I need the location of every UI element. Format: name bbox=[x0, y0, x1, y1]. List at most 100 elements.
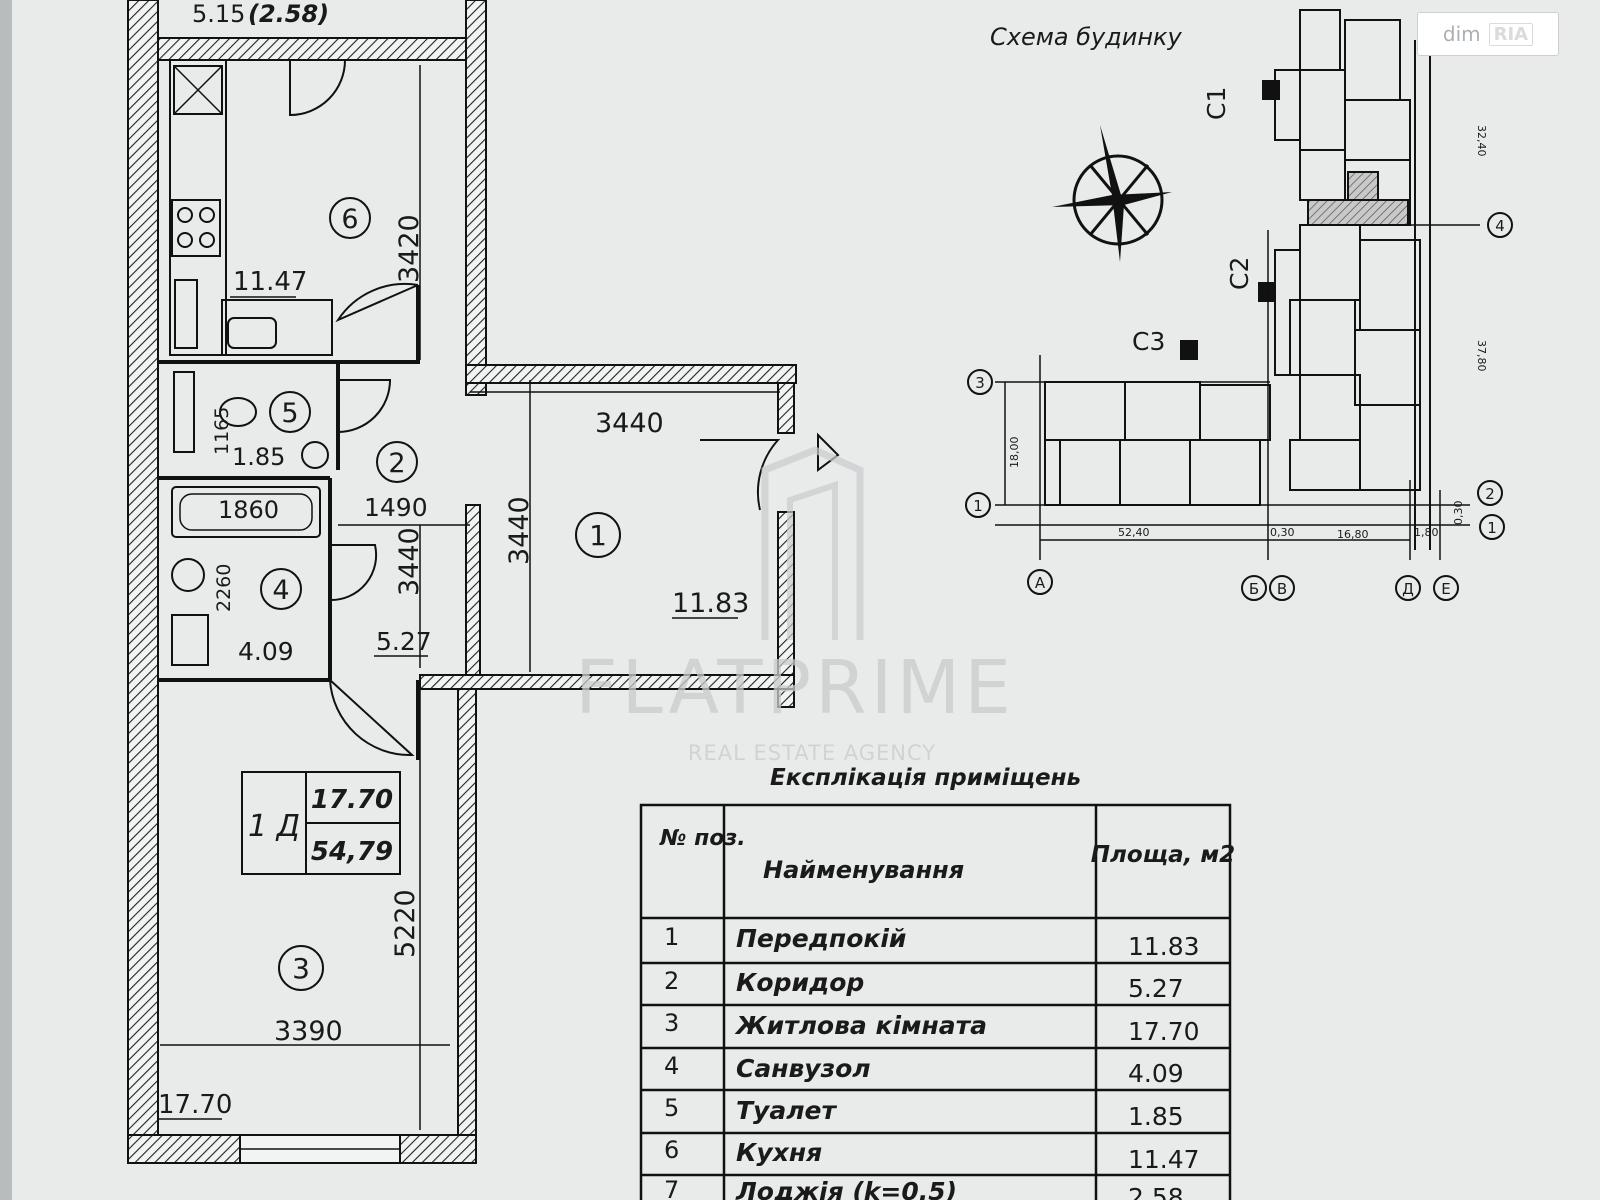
explication-table: Експлікація приміщень № поз. Найменуванн… bbox=[639, 765, 1235, 1200]
badge-site: dim bbox=[1442, 22, 1481, 46]
kitchen-counter bbox=[169, 59, 227, 356]
badge-mark: RIA bbox=[1488, 22, 1534, 46]
table-row: 5 Туалет 1.85 bbox=[664, 1094, 1184, 1131]
top-room-area-loggia: (2.58) bbox=[248, 0, 329, 28]
bath-basin-icon bbox=[171, 558, 205, 592]
axis-marker-4: 4 bbox=[1487, 212, 1513, 238]
table-row: 2 Коридор 5.27 bbox=[664, 967, 1184, 1003]
watermark-brand: FLATPRIME bbox=[575, 645, 1015, 731]
svg-text:2: 2 bbox=[664, 967, 679, 995]
table-row: 4 Санвузол 4.09 bbox=[664, 1052, 1184, 1088]
site-dim-w1: 52,40 bbox=[1118, 526, 1150, 539]
site-scheme-title: Схема будинку bbox=[990, 23, 1183, 51]
wall-room1-top bbox=[465, 364, 797, 384]
svg-text:3: 3 bbox=[292, 952, 310, 985]
door-kitchen-top bbox=[289, 59, 346, 117]
header-name: Найменування bbox=[763, 856, 964, 884]
svg-text:2: 2 bbox=[388, 448, 405, 479]
svg-text:Е: Е bbox=[1441, 580, 1450, 598]
axis-marker-v: В bbox=[1269, 575, 1295, 601]
svg-text:Кухня: Кухня bbox=[736, 1138, 822, 1167]
stove-icon bbox=[171, 199, 221, 257]
dim-1860: 1860 bbox=[218, 496, 279, 524]
svg-text:1: 1 bbox=[589, 519, 607, 552]
site-dim-w5: 0,30 bbox=[1452, 501, 1465, 526]
room-marker-2: 2 bbox=[376, 441, 418, 483]
svg-text:Санвузол: Санвузол bbox=[736, 1054, 871, 1083]
svg-text:А: А bbox=[1035, 574, 1046, 592]
svg-text:11.83: 11.83 bbox=[1128, 932, 1200, 961]
floor-plan: 6 5 2 1 4 3 11.47 1.85 11.83 4.09 5.27 bbox=[127, 0, 840, 1164]
dim-5220: 5220 bbox=[390, 889, 421, 958]
kitchen-sink-icon bbox=[174, 279, 198, 349]
room-area-1: 11.83 bbox=[672, 588, 749, 619]
section-label-c2: C2 bbox=[1225, 257, 1254, 290]
svg-text:1: 1 bbox=[1487, 519, 1497, 537]
svg-text:4: 4 bbox=[1495, 217, 1505, 235]
svg-text:Лоджія (k=0.5): Лоджія (k=0.5) bbox=[735, 1177, 957, 1200]
axis-marker-d: Д bbox=[1395, 575, 1421, 601]
wall-room1-right-upper bbox=[777, 382, 795, 434]
apartment-code: 1 Д bbox=[248, 809, 300, 844]
svg-text:17.70: 17.70 bbox=[1128, 1017, 1200, 1046]
svg-text:11.47: 11.47 bbox=[1128, 1145, 1200, 1174]
site-dim-w3: 16,80 bbox=[1337, 528, 1369, 541]
outer-wall-left bbox=[127, 0, 159, 1164]
top-room-area: 5.15 bbox=[192, 0, 245, 28]
toilet-icon bbox=[219, 397, 257, 427]
section-label-c1: C1 bbox=[1202, 87, 1231, 120]
header-area: Площа, м2 bbox=[1091, 842, 1235, 868]
door-wc bbox=[337, 379, 392, 433]
dimria-badge[interactable]: dim RIA bbox=[1417, 12, 1559, 56]
svg-text:6: 6 bbox=[664, 1136, 679, 1164]
compass-rose-icon bbox=[1052, 125, 1172, 262]
svg-text:В: В bbox=[1277, 580, 1287, 598]
apartment-living-area: 17.70 bbox=[311, 785, 393, 815]
room-marker-6: 6 bbox=[329, 197, 371, 239]
door-entrance bbox=[700, 439, 781, 511]
svg-text:4: 4 bbox=[272, 575, 289, 606]
table-row: 7 Лоджія (k=0.5) 2.58 bbox=[664, 1176, 1184, 1200]
apartment-total-area: 54,79 bbox=[311, 837, 393, 867]
svg-text:3: 3 bbox=[975, 374, 985, 392]
svg-text:Д: Д bbox=[1402, 580, 1414, 598]
svg-text:7: 7 bbox=[664, 1176, 679, 1200]
dim-2260: 2260 bbox=[213, 564, 235, 612]
bathtub-icon bbox=[171, 486, 321, 538]
svg-text:Передпокій: Передпокій bbox=[736, 924, 906, 953]
site-dim-h3: 37,80 bbox=[1475, 340, 1488, 372]
watermark-sub: REAL ESTATE AGENCY bbox=[688, 741, 936, 765]
room-area-2: 5.27 bbox=[376, 627, 432, 656]
dim-3420: 3420 bbox=[394, 214, 425, 283]
axis-marker-1-right: 1 bbox=[1479, 514, 1505, 540]
room-marker-5: 5 bbox=[269, 391, 311, 433]
site-dim-h2: 32,40 bbox=[1475, 125, 1488, 157]
dim-3390: 3390 bbox=[274, 1016, 343, 1047]
watermark: FLATPRIME REAL ESTATE AGENCY bbox=[575, 446, 1015, 765]
fridge-icon bbox=[173, 65, 223, 115]
room-marker-3: 3 bbox=[278, 945, 324, 991]
svg-text:2.58: 2.58 bbox=[1128, 1183, 1184, 1200]
svg-text:5.27: 5.27 bbox=[1128, 974, 1184, 1003]
balcony-area: 17.70 bbox=[158, 1090, 232, 1120]
dim-3440-side: 3440 bbox=[504, 496, 535, 565]
axis-marker-2: 2 bbox=[1477, 480, 1503, 506]
scan-edge bbox=[0, 0, 12, 1200]
room-marker-4: 4 bbox=[260, 568, 302, 610]
site-dim-w2: 0,30 bbox=[1270, 526, 1295, 539]
svg-text:Коридор: Коридор bbox=[736, 968, 864, 997]
dim-1490: 1490 bbox=[364, 493, 428, 522]
axis-marker-1-left: 1 bbox=[965, 492, 991, 518]
kitchen-cabinet bbox=[221, 299, 333, 356]
svg-text:5: 5 bbox=[281, 398, 298, 429]
svg-text:5: 5 bbox=[664, 1094, 679, 1122]
room-area-5: 1.85 bbox=[232, 443, 285, 471]
axis-marker-e: Е bbox=[1433, 575, 1459, 601]
apartment-tag: 1 Д 17.70 54,79 bbox=[241, 771, 401, 875]
svg-text:Туалет: Туалет bbox=[736, 1096, 837, 1125]
site-scheme: Схема будинку bbox=[965, 9, 1513, 601]
wall-living-right bbox=[457, 688, 477, 1136]
room-area-6: 11.47 bbox=[233, 267, 307, 297]
room-area-4: 4.09 bbox=[238, 637, 294, 666]
wall-room1-left bbox=[465, 504, 481, 676]
